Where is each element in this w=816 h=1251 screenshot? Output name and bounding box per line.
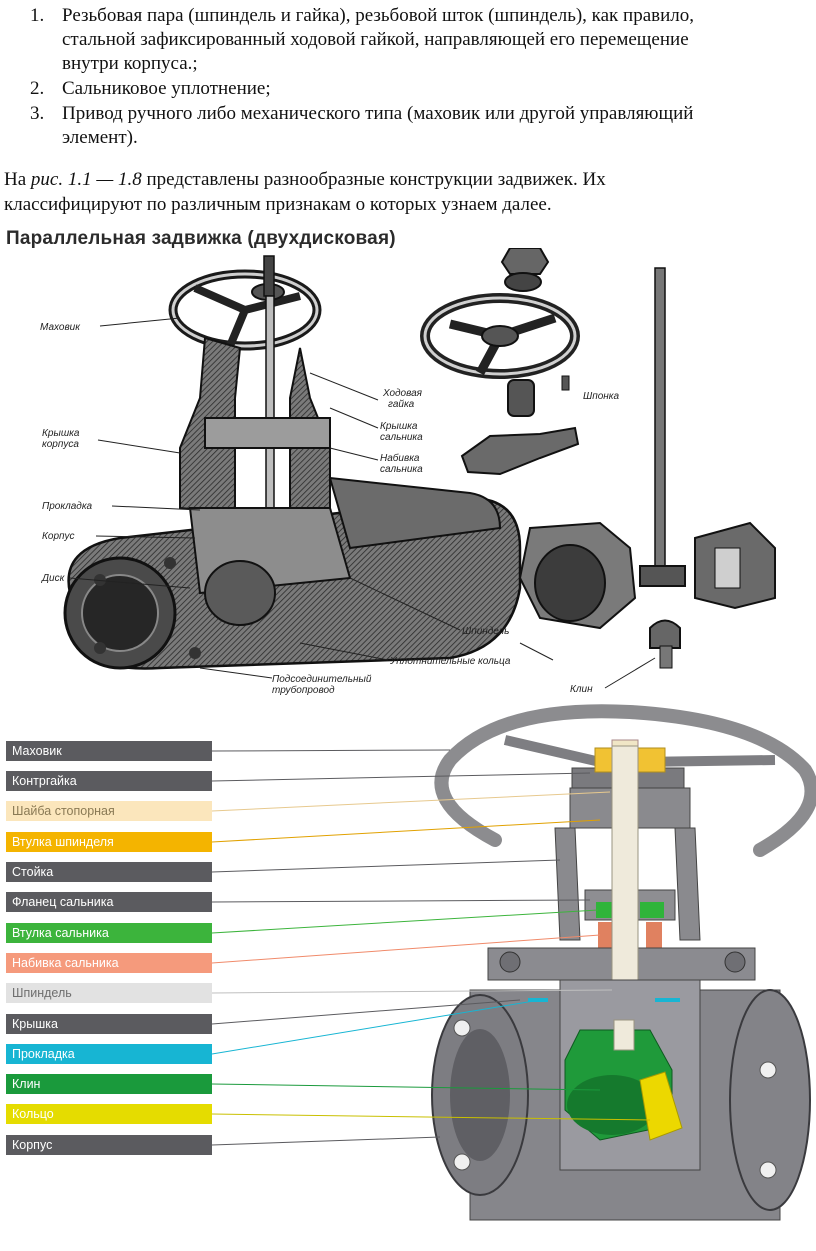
list-number: 1. [30,5,45,26]
callout-spindle: Шпиндель [462,626,509,637]
callout-pipeline-line1: Подсоединительный [272,674,372,685]
callout-body: Корпус [42,531,75,542]
legend-locknut: Контргайка [6,771,212,791]
list-text-line: элемент). [62,127,138,148]
legend-yoke: Стойка [6,862,212,882]
callout-cover-line2: корпуса [42,439,79,450]
paragraph-prefix: На [4,169,31,190]
callout-pipeline-line2: трубопровод [272,684,335,696]
callout-cover-line1: Крышка [42,428,80,439]
figure-reference: рис. 1.1 — 1.8 [30,169,142,190]
callout-gland-packing-line2: сальника [380,464,423,475]
legend-body: Корпус [6,1135,212,1155]
callout-gland-packing-line1: Набивка [380,452,420,464]
figure-1-gate-valve-illustration: Маховик Крышка корпуса Прокладка Корпус … [40,248,776,696]
callout-flywheel: Маховик [40,322,81,333]
list-text-line: стальной зафиксированный ходовой гайкой,… [62,29,689,50]
exploded-parts-drawing [420,248,776,669]
list-text-line: Привод ручного либо механического типа (… [62,103,694,124]
callout-wedge: Клин [570,684,593,695]
legend-gasket: Прокладка [6,1044,212,1064]
legend-ring: Кольцо [6,1104,212,1124]
legend-flywheel: Маховик [6,741,212,761]
callout-key: Шпонка [583,391,619,402]
legend-gland-packing: Набивка сальника [6,953,212,973]
list-text-line: Резьбовая пара (шпиндель и гайка), резьб… [62,5,695,26]
figure-1-title: Параллельная задвижка (двухдисковая) [6,228,396,249]
legend-spindle: Шпиндель [6,983,212,1003]
figure-2-cutaway-drawing [431,704,816,1221]
figure-2-cutaway: Маховик Контргайка Шайба стопорная Втулк… [0,700,816,1251]
callout-gland-cover-line2: сальника [380,432,423,443]
legend-wedge: Клин [6,1074,212,1094]
paragraph-suffix: представлены разнообразные конструкции з… [141,169,606,190]
list-text-line: внутри корпуса.; [62,53,198,74]
legend-lock-washer: Шайба стопорная [6,801,212,821]
list-text-line: Сальниковое уплотнение; [62,78,271,99]
list-number: 2. [30,78,45,99]
legend-gland-flange: Фланец сальника [6,892,212,912]
callout-seal-rings: Уплотнительные кольца [389,656,511,667]
paragraph-line-2: классифицируют по различным признакам о … [4,194,552,215]
callout-disk: Диск [41,573,66,584]
legend-leader-lines [211,749,651,1146]
legend-spindle-bushing: Втулка шпинделя [6,832,212,852]
legend-gland-bushing: Втулка сальника [6,923,212,943]
legend-cover: Крышка [6,1014,212,1034]
callout-gasket: Прокладка [42,501,93,512]
list-number: 3. [30,103,45,124]
intro-paragraph: На рис. 1.1 — 1.8 представлены разнообра… [4,167,804,217]
callout-gland-cover-line1: Крышка [380,421,418,432]
callout-leader-lines [69,317,656,689]
callout-running-nut-line1: Ходовая [382,388,423,399]
callout-running-nut-line2: гайка [388,399,415,410]
assembled-valve-drawing [63,255,522,670]
